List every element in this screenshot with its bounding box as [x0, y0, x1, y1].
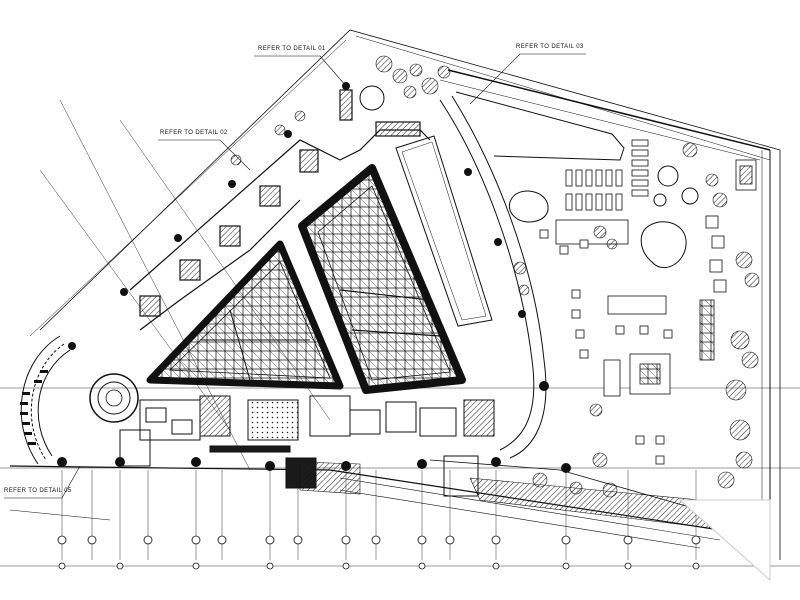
east-blocks: [699, 159, 757, 361]
walkway: [439, 91, 625, 459]
callout-detail-05: REFER TO DETAIL 05: [4, 488, 72, 494]
callout-leaders: [4, 53, 586, 499]
callout-detail-02: REFER TO DETAIL 02: [160, 130, 228, 136]
callout-detail-01: REFER TO DETAIL 01: [258, 46, 326, 52]
callout-detail-03: REFER TO DETAIL 03: [516, 44, 584, 50]
vegetation: [230, 55, 760, 498]
rotunda: [89, 85, 385, 423]
upper-buildings: [129, 89, 431, 331]
corner-marker: [678, 499, 771, 582]
site-boundary: [29, 29, 781, 560]
planting-strip-south: [299, 461, 711, 529]
pool-area: [395, 135, 493, 327]
outdoor-tables: [539, 229, 673, 465]
building-west-triangle: [146, 240, 344, 390]
curved-seating: [20, 370, 48, 445]
organic-pools: [508, 165, 699, 268]
loungers-north: [555, 139, 649, 245]
grid-bubbles: [57, 535, 701, 570]
building-main-wing: [298, 164, 466, 394]
